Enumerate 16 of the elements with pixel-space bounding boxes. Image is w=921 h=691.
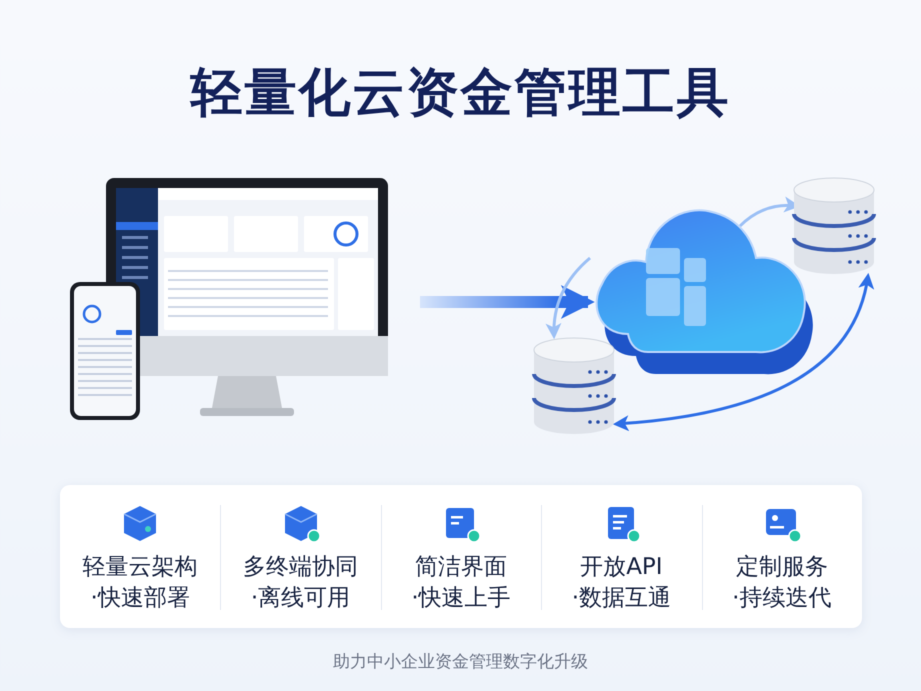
arrow	[420, 285, 595, 319]
feature-title: 定制服务	[734, 553, 829, 582]
feature-subtitle: ·快速上手	[410, 584, 512, 613]
feature-subtitle: ·快速部署	[90, 584, 191, 613]
feature-title: 轻量云架构	[82, 553, 199, 582]
caption: 助力中小企业资金管理数字化升级	[332, 651, 589, 673]
feature-title: 开放API	[579, 553, 664, 582]
feature-title: 简洁界面	[414, 553, 508, 582]
arrow	[612, 272, 874, 431]
title: 轻量化云资金管理工具	[188, 62, 732, 125]
feature-title: 多终端协同	[242, 553, 360, 582]
feature-subtitle: ·离线可用	[250, 584, 352, 613]
arrow	[546, 256, 591, 340]
feature-subtitle: ·数据互通	[570, 584, 672, 613]
feature-panel	[60, 485, 862, 628]
feature-subtitle: ·持续迭代	[731, 584, 832, 613]
